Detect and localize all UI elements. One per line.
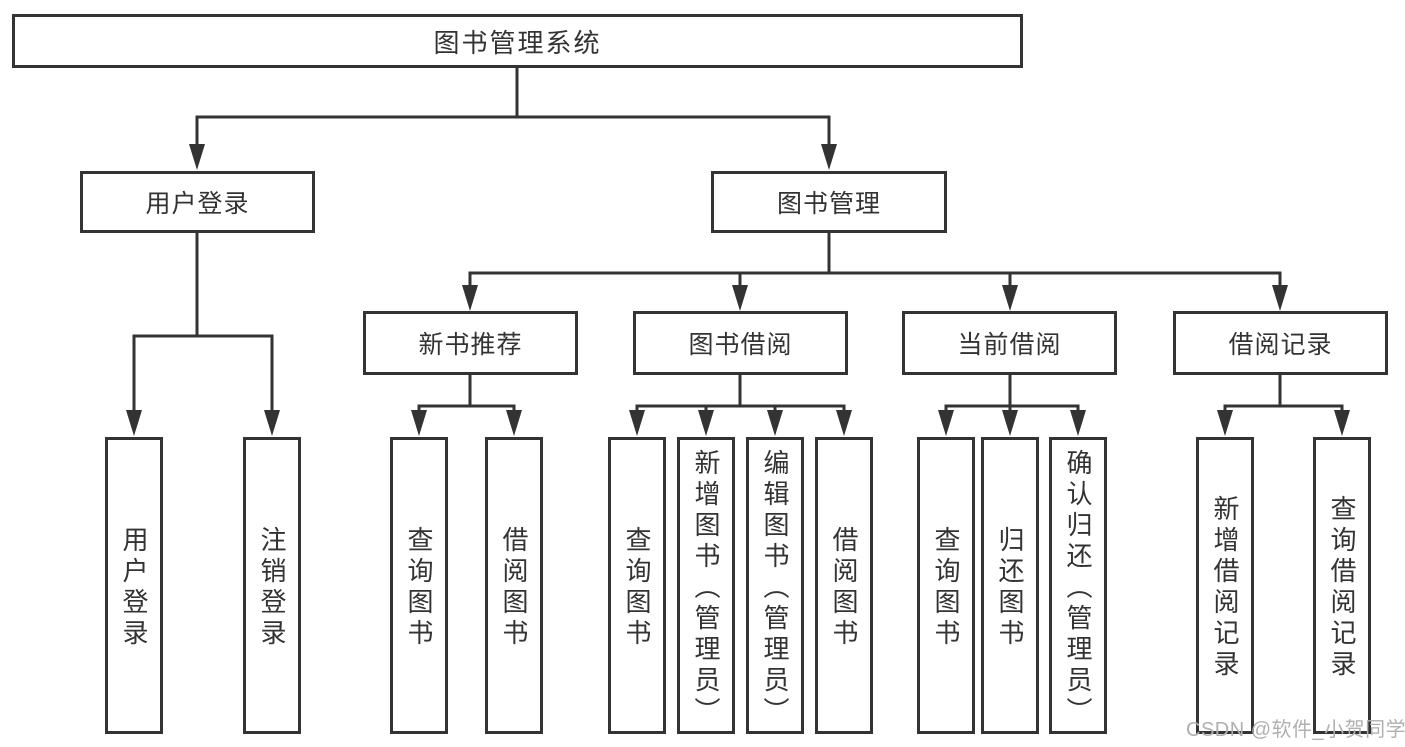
node-current-borrowing: 当前借阅 — [902, 311, 1117, 375]
node-leaf-edit-books-admin: 编辑图书（管理员） — [746, 437, 804, 734]
arrow-down-icon — [264, 410, 280, 436]
node-root: 图书管理系统 — [12, 14, 1023, 68]
node-label: 当前借阅 — [957, 331, 1062, 359]
arrow-down-icon — [1272, 285, 1288, 311]
arrow-down-icon — [1070, 410, 1086, 436]
node-label: 借阅记录 — [1228, 331, 1333, 359]
arrow-down-icon — [821, 144, 837, 170]
node-new-book-recommend: 新书推荐 — [363, 311, 578, 375]
node-label: 查询图书 — [931, 526, 961, 650]
connector-current-bar — [944, 404, 1080, 413]
node-label: 确认归还（管理员） — [1063, 448, 1093, 728]
arrow-down-icon — [836, 410, 852, 436]
connector-borrow-bar — [635, 404, 846, 413]
arrow-down-icon — [189, 144, 205, 170]
arrow-down-icon — [732, 285, 748, 311]
connector-lines — [132, 68, 1344, 413]
arrow-down-icon — [1002, 285, 1018, 311]
node-label: 新书推荐 — [418, 331, 523, 359]
node-borrowing-records: 借阅记录 — [1173, 311, 1388, 375]
node-label: 图书管理系统 — [433, 27, 602, 58]
connector-records-bar — [1223, 404, 1344, 413]
node-label: 注销登录 — [257, 526, 287, 650]
arrow-down-icon — [698, 410, 714, 436]
node-book-borrowing: 图书借阅 — [633, 311, 848, 375]
node-leaf-add-borrow-record: 新增借阅记录 — [1196, 437, 1254, 734]
node-leaf-borrow-books-2: 借阅图书 — [815, 437, 873, 734]
arrow-down-icon — [506, 410, 522, 436]
arrow-down-icon — [1334, 410, 1350, 436]
node-leaf-query-books-2: 查询图书 — [608, 437, 666, 734]
connector-userlogin-bar — [132, 334, 274, 412]
arrow-down-icon — [938, 410, 954, 436]
arrow-down-icon — [767, 410, 783, 436]
node-leaf-query-books-1: 查询图书 — [390, 437, 448, 734]
arrow-down-icon — [1002, 410, 1018, 436]
node-label: 用户登录 — [119, 526, 149, 650]
node-label: 图书借阅 — [688, 331, 793, 359]
node-label: 新增图书（管理员） — [691, 448, 721, 728]
arrow-down-icon — [1217, 410, 1233, 436]
node-label: 新增借阅记录 — [1210, 495, 1240, 681]
connector-newbook-bar — [417, 404, 516, 413]
node-user-login-branch: 用户登录 — [80, 171, 315, 233]
arrow-down-icon — [462, 285, 478, 311]
node-label: 图书管理 — [776, 190, 881, 218]
node-leaf-query-books-3: 查询图书 — [917, 437, 975, 734]
node-leaf-confirm-return-admin: 确认归还（管理员） — [1049, 437, 1107, 734]
node-label: 借阅图书 — [499, 526, 529, 650]
node-leaf-return-books: 归还图书 — [981, 437, 1039, 734]
arrow-down-icon — [126, 410, 142, 436]
node-label: 查询图书 — [404, 526, 434, 650]
arrow-down-icon — [411, 410, 427, 436]
node-leaf-add-books-admin: 新增图书（管理员） — [677, 437, 735, 734]
csdn-watermark: CSDN @软件_小贺同学 — [1186, 719, 1405, 741]
node-label: 用户登录 — [145, 190, 250, 218]
connector-root-bar — [195, 115, 831, 146]
node-leaf-user-login: 用户登录 — [105, 437, 163, 734]
node-label: 编辑图书（管理员） — [760, 448, 790, 728]
node-label: 查询图书 — [622, 526, 652, 650]
node-leaf-logout: 注销登录 — [243, 437, 301, 734]
node-leaf-borrow-books-1: 借阅图书 — [485, 437, 543, 734]
connector-bookmgmt-bar — [468, 271, 1282, 287]
arrow-down-icon — [629, 410, 645, 436]
node-book-management-branch: 图书管理 — [711, 171, 947, 233]
node-label: 借阅图书 — [829, 526, 859, 650]
node-label: 查询借阅记录 — [1327, 495, 1357, 681]
node-label: 归还图书 — [995, 526, 1025, 650]
node-leaf-query-borrow-record: 查询借阅记录 — [1313, 437, 1371, 734]
arrowheads — [126, 144, 1350, 436]
